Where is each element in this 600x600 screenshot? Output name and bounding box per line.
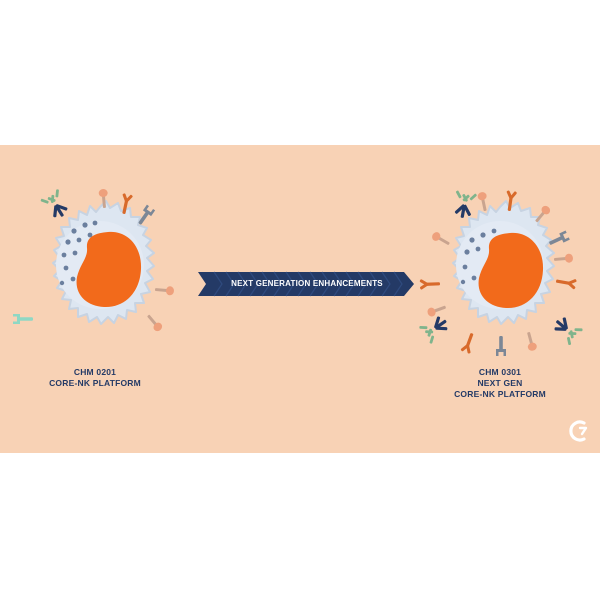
antibody-icon	[418, 311, 453, 345]
right-cell-caption: CHM 0301 NEXT GEN CORE-NK PLATFORM	[425, 367, 575, 400]
antibody-icon	[451, 189, 478, 220]
y-receptor-icon	[419, 278, 441, 291]
wrench-receptor-icon	[496, 336, 506, 356]
right-caption-line1: CHM 0301	[478, 367, 522, 377]
enhancement-arrow	[198, 271, 414, 297]
peg-receptor-icon	[524, 331, 538, 352]
left-nk-cell	[13, 188, 175, 333]
peg-receptor-icon	[144, 312, 164, 333]
y-receptor-icon	[459, 331, 478, 355]
left-caption-line1: CHM 0201	[73, 367, 117, 377]
arrow-chevrons	[213, 271, 403, 297]
peg-receptor-icon	[154, 284, 175, 296]
left-nucleus	[76, 231, 142, 308]
y-receptor-icon	[555, 275, 578, 290]
right-nk-cell	[418, 189, 584, 356]
right-caption-line3: CORE-NK PLATFORM	[454, 389, 546, 399]
diagram-canvas	[13, 188, 588, 442]
mint-receptor-icon	[13, 314, 33, 324]
logo-icon	[569, 420, 588, 442]
right-caption-line2: NEXT GEN	[477, 378, 523, 388]
left-caption-line2: CORE-NK PLATFORM	[49, 378, 141, 388]
right-granules	[460, 228, 497, 285]
left-cell-caption: CHM 0201 CORE-NK PLATFORM	[20, 367, 170, 389]
left-granules	[59, 220, 98, 286]
right-nucleus	[478, 232, 544, 309]
peg-receptor-icon	[426, 302, 448, 318]
antibody-icon	[39, 188, 73, 223]
peg-receptor-icon	[476, 191, 490, 212]
peg-receptor-icon	[430, 230, 452, 248]
peg-receptor-icon	[553, 253, 574, 265]
arrow-label: NEXT GENERATION ENHANCEMENTS	[231, 279, 383, 288]
antibody-icon	[549, 312, 584, 347]
